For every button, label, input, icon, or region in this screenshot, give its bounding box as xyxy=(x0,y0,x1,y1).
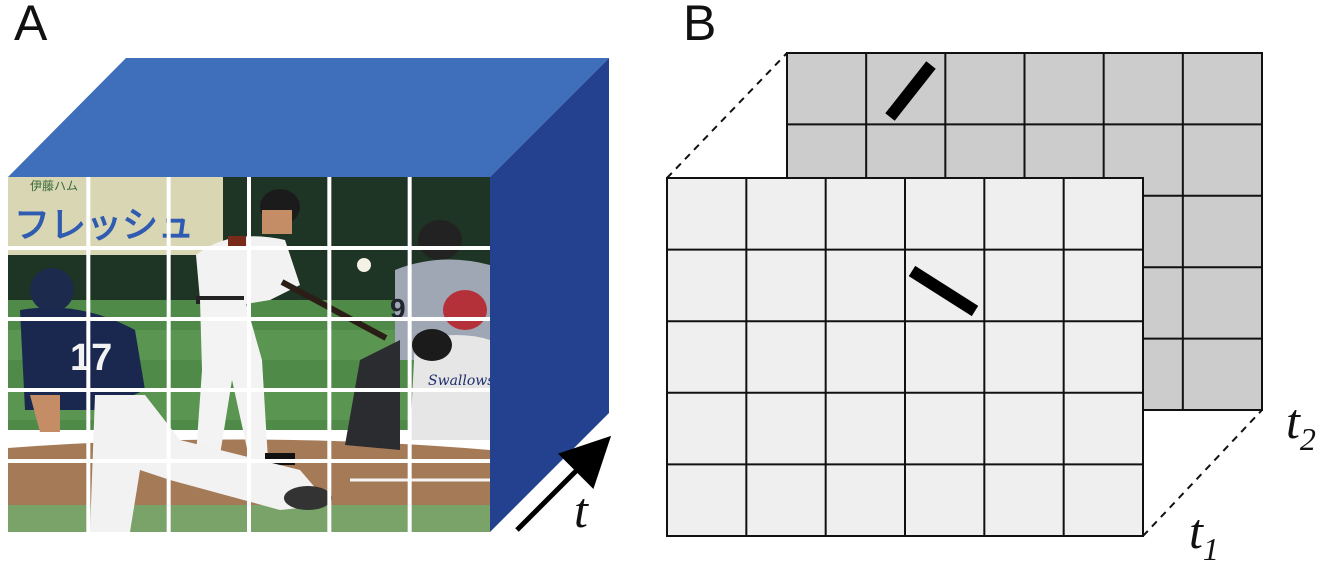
frame-t1-label-base: t xyxy=(1189,503,1204,559)
frame-t1-label: t1 xyxy=(1189,503,1219,563)
scoreboard-text: フレッシュ xyxy=(14,205,194,246)
pitcher-jersey-number: 17 xyxy=(70,337,112,379)
frame-t1-label-sub: 1 xyxy=(1203,531,1219,563)
frame-t2-label-base: t xyxy=(1286,393,1301,449)
connector-top-left xyxy=(666,52,788,179)
panel-a-letter: A xyxy=(14,0,48,51)
video-cube-top-face xyxy=(8,58,609,177)
frame-t2-label-sub: 2 xyxy=(1300,421,1316,457)
frame-t1-grid xyxy=(667,178,1143,536)
catcher-jersey-text: Swallows xyxy=(428,373,494,389)
frame-t1 xyxy=(666,177,1144,537)
panel-a: A 伊藤ハム フレッシュ xyxy=(8,0,612,538)
video-cube-side-face xyxy=(490,58,609,532)
connector-bottom-right xyxy=(1142,409,1263,537)
frame-t2-label: t2 xyxy=(1286,393,1316,457)
panel-b: B t2 t1 xyxy=(666,0,1316,563)
baseball xyxy=(357,258,371,272)
time-axis-label: t xyxy=(574,482,589,538)
time-arrow xyxy=(515,435,612,532)
bar-t1 xyxy=(908,265,979,317)
scoreboard-small-text: 伊藤ハム xyxy=(30,179,78,193)
bar-t2 xyxy=(885,61,936,121)
video-frame: 伊藤ハム フレッシュ xyxy=(8,177,494,532)
umpire-number: 9 xyxy=(390,293,406,324)
video-frame-grid xyxy=(8,177,490,532)
pitcher: 17 xyxy=(20,268,332,532)
panel-b-letter: B xyxy=(683,0,716,51)
scoreboard-banner xyxy=(8,177,223,255)
